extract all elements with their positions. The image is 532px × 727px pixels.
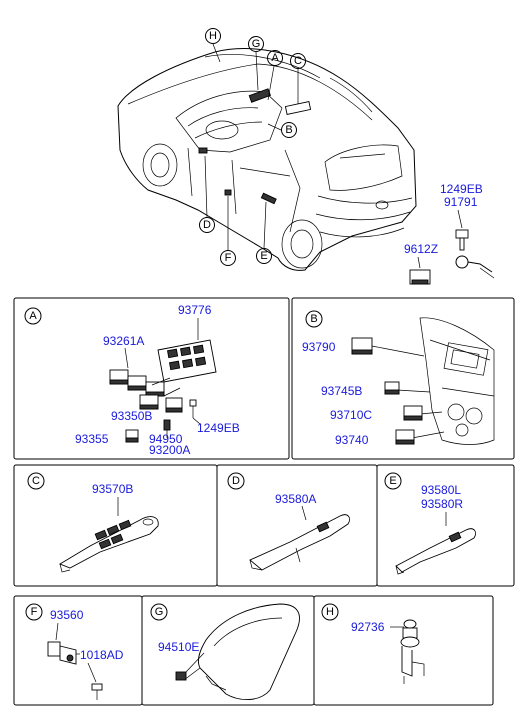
part-1249EB-a: 1249EB (197, 421, 240, 435)
part-93200A: 93200A (149, 443, 190, 457)
part-92736: 92736 (351, 620, 385, 634)
callout-A: A (267, 50, 283, 101)
screw-icon (189, 399, 201, 425)
callout-G-label: G (252, 38, 261, 50)
part-93776: 93776 (178, 303, 212, 317)
panel-D-badge (227, 472, 245, 490)
part-93740: 93740 (335, 433, 369, 447)
center-fascia-illustration (419, 317, 495, 445)
part-93790: 93790 (302, 340, 336, 354)
b-switches (351, 337, 445, 445)
callout-E: E (256, 201, 272, 264)
ground-cable-icon (455, 255, 495, 279)
panel-E (376, 464, 515, 587)
door-switch-icon (47, 622, 80, 665)
rear-window-switch (395, 512, 477, 575)
part-93560: 93560 (50, 608, 84, 622)
callout-C: C (290, 53, 306, 104)
switch-buttons (109, 347, 183, 413)
callout-B: B (267, 122, 297, 138)
panel-D (216, 464, 378, 587)
part-93580R: 93580R (421, 497, 463, 511)
part-9612Z: 9612Z (404, 242, 438, 256)
part-93745B: 93745B (321, 384, 362, 398)
panel-G-letter: G (155, 606, 164, 618)
panel-G-badge (150, 603, 168, 621)
callout-H-label: H (209, 30, 217, 42)
callout-B-label: B (285, 124, 292, 136)
panel-F-badge (25, 603, 43, 621)
panel-F-letter: F (31, 606, 38, 618)
panel-B-letter: B (310, 313, 317, 325)
panel-D-letter: D (232, 475, 240, 487)
callout-E-label: E (260, 250, 267, 262)
panel-H-letter: H (326, 606, 334, 618)
panel-H-badge (321, 603, 339, 621)
callout-C-label: C (294, 55, 302, 67)
part-1249EB-top: 1249EB (440, 182, 483, 196)
callout-H: H (205, 28, 221, 63)
switch-panel-assembly (157, 318, 217, 383)
vehicle-illustration (117, 48, 417, 271)
part-93710C: 93710C (330, 408, 372, 422)
panel-H (313, 595, 494, 706)
panel-E-badge (384, 472, 402, 490)
lamp-bracket-icon (390, 619, 425, 684)
part-93580A: 93580A (275, 492, 316, 506)
part-93261A: 93261A (103, 334, 144, 348)
panel-A (13, 297, 290, 460)
panel-E-letter: E (389, 475, 396, 487)
connector-icon (409, 269, 431, 285)
callout-D: D (199, 155, 215, 233)
part-94510E: 94510E (158, 640, 199, 654)
part-91791: 91791 (444, 195, 478, 209)
bolt-icon-f (87, 662, 103, 700)
panel-C-letter: C (32, 475, 40, 487)
callout-G: G (248, 36, 264, 91)
instrument-cluster-hood (175, 603, 300, 700)
leader-line (417, 256, 421, 269)
part-93355: 93355 (75, 432, 109, 446)
part-94950: 94950 (149, 432, 183, 446)
callout-F-label: F (225, 252, 232, 264)
bolt-icon (455, 229, 469, 251)
panel-C-badge (27, 472, 45, 490)
callout-F: F (220, 196, 236, 266)
callout-A-label: A (271, 52, 279, 64)
callout-D-label: D (203, 219, 211, 231)
part-93580L: 93580L (421, 483, 461, 497)
driver-window-switch (58, 497, 159, 573)
small-switch-icon (125, 429, 139, 443)
panel-B-badge (305, 310, 323, 328)
part-93570B: 93570B (92, 482, 133, 496)
lamp-icon (163, 419, 171, 438)
leader-line (457, 209, 463, 229)
panel-B (291, 297, 515, 460)
part-1018AD: 1018AD (80, 648, 124, 662)
passenger-window-switch (249, 505, 351, 571)
panel-A-badge (24, 307, 42, 325)
part-93350B: 93350B (111, 409, 152, 423)
panel-A-letter: A (29, 310, 37, 322)
